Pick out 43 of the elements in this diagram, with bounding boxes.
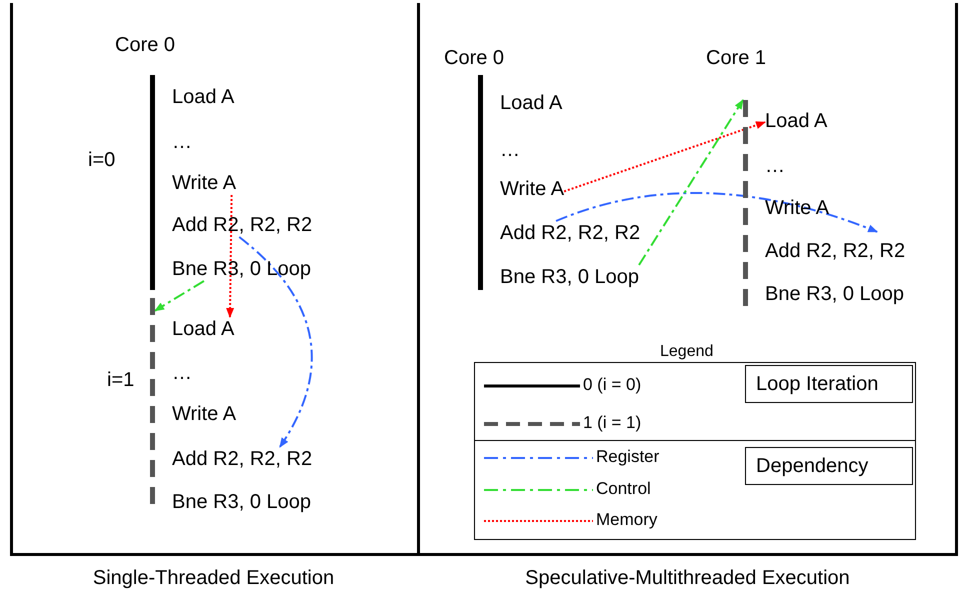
core-label: Core 1 (706, 46, 766, 70)
instruction-text: Load A (172, 85, 234, 109)
dependency-arrow (556, 192, 878, 233)
instruction-text: Add R2, R2, R2 (500, 221, 640, 245)
instruction-text: … (765, 154, 785, 178)
instruction-text: Add R2, R2, R2 (765, 239, 906, 263)
legend-category: Loop Iteration (745, 365, 913, 403)
instruction-text: Write A (765, 196, 830, 220)
legend-category: Dependency (745, 447, 913, 485)
iteration-label: i=0 (88, 148, 116, 172)
instruction-text: Bne R3, 0 Loop (765, 282, 904, 306)
panel-caption: Speculative-Multithreaded Execution (524, 566, 851, 590)
instruction-text: Load A (765, 109, 828, 133)
dependency-arrow (564, 121, 766, 192)
core-label: Core 0 (115, 33, 176, 57)
dependency-arrow (638, 99, 744, 266)
dependency-arrow (238, 236, 313, 448)
instruction-text: … (172, 361, 192, 385)
thread-bar (150, 75, 155, 290)
instruction-text: Add R2, R2, R2 (172, 213, 312, 237)
instruction-text: Bne R3, 0 Loop (500, 265, 639, 289)
instruction-text: Add R2, R2, R2 (172, 447, 312, 471)
dependency-arrow (226, 194, 234, 318)
legend-text: Register (596, 447, 660, 467)
legend-text: Memory (596, 510, 658, 530)
instruction-text: Bne R3, 0 Loop (172, 490, 311, 514)
instruction-text: Write A (172, 171, 236, 195)
instruction-text: Write A (172, 402, 236, 426)
instruction-text: Bne R3, 0 Loop (172, 257, 311, 281)
legend-text: Control (596, 479, 651, 499)
instruction-text: … (500, 138, 520, 162)
panel-caption: Single-Threaded Execution (92, 566, 336, 590)
core-label: Core 0 (444, 46, 504, 70)
legend-title: Legend (660, 342, 714, 362)
thread-bar (478, 75, 483, 290)
instruction-text: Load A (500, 91, 562, 115)
legend-text: 0 (i = 0) (583, 375, 642, 395)
instruction-text: Load A (172, 317, 234, 341)
legend-text: 1 (i = 1) (583, 413, 642, 433)
iteration-label: i=1 (107, 368, 134, 392)
dependency-arrow (154, 280, 204, 312)
instruction-text: … (172, 130, 192, 154)
instruction-text: Write A (500, 177, 564, 201)
